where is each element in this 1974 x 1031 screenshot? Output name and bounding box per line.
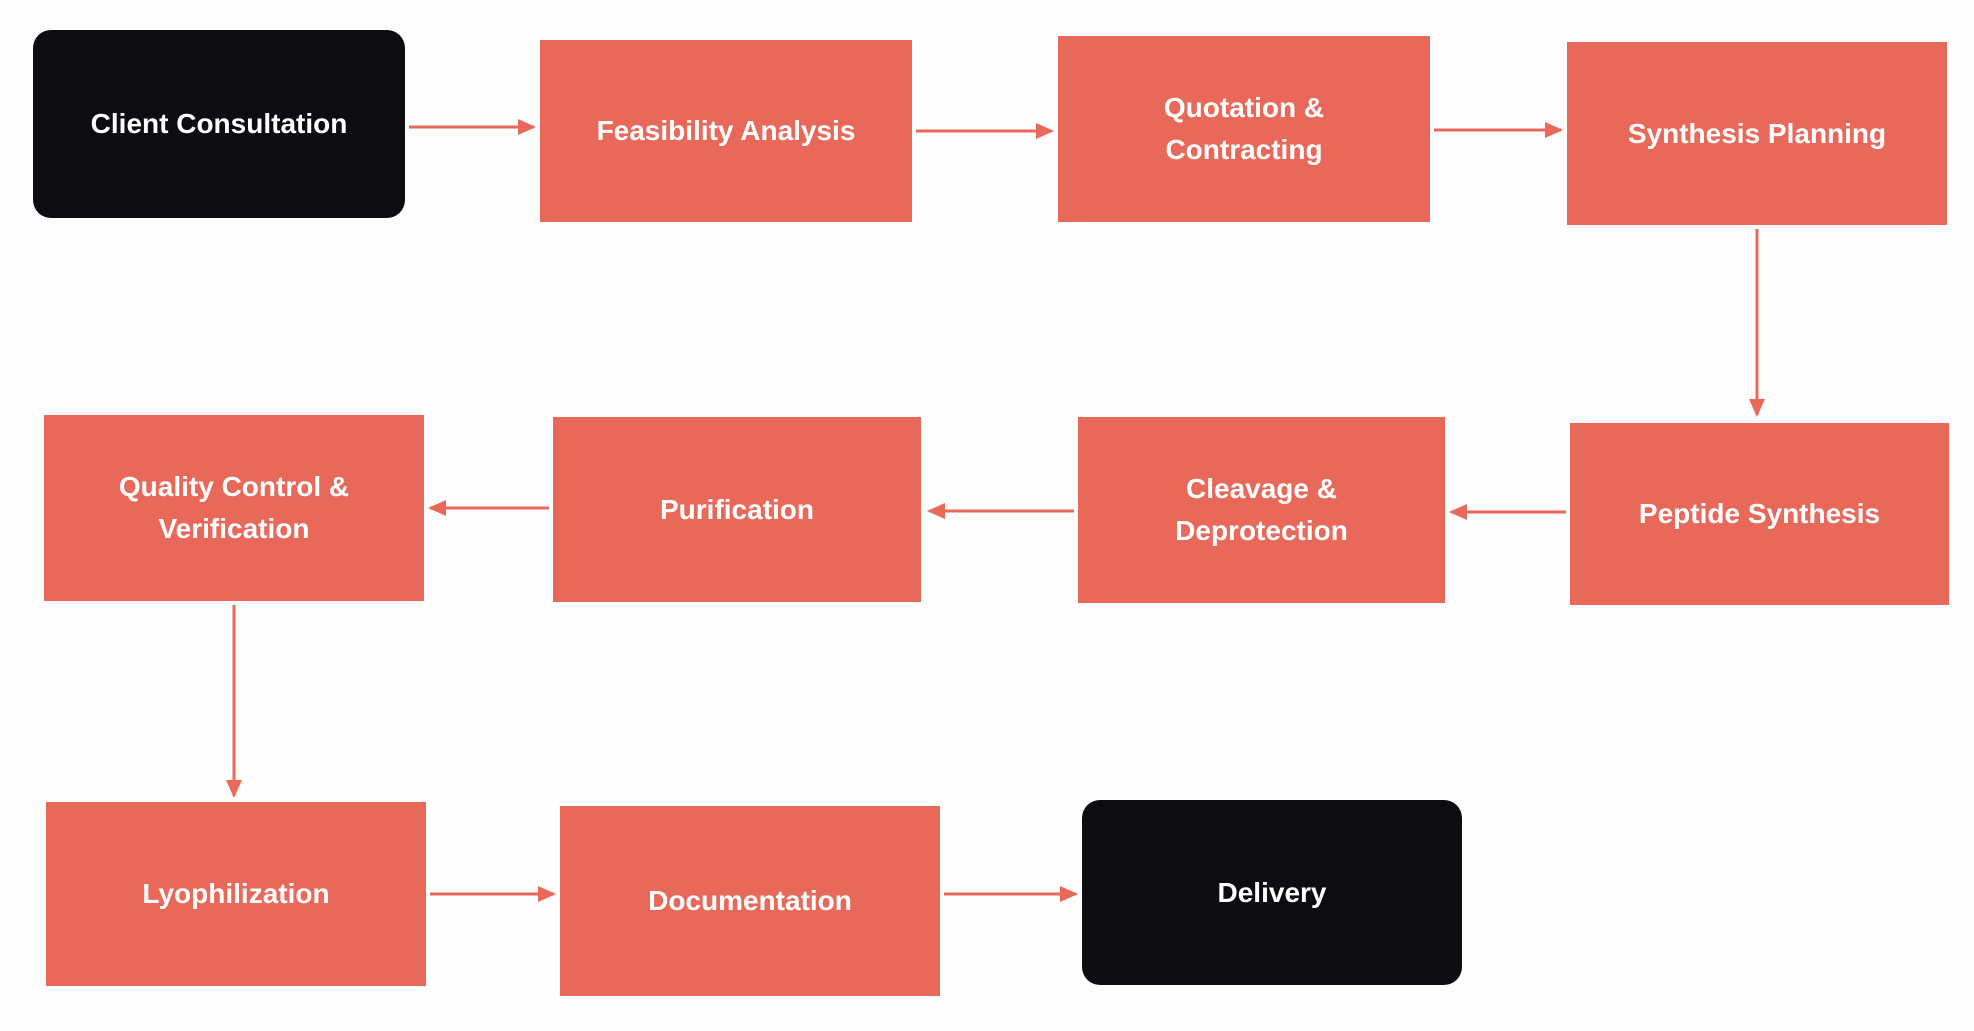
node-label: Purification <box>659 493 814 525</box>
node-feasibility-analysis: Feasibility Analysis <box>540 40 912 222</box>
node-documentation: Documentation <box>560 806 940 996</box>
node-quality-control-verification: Quality Control & Verification <box>44 415 424 601</box>
node-client-consultation: Client Consultation <box>33 30 405 218</box>
node-synthesis-planning: Synthesis Planning <box>1567 42 1947 225</box>
node-label: Lyophilization <box>142 878 330 909</box>
node-label: Documentation <box>648 885 852 916</box>
node-label: Synthesis Planning <box>1627 117 1887 149</box>
node-peptide-synthesis: Peptide Synthesis <box>1570 423 1949 605</box>
node-quotation-contracting: Quotation & Contracting <box>1058 36 1430 222</box>
node-lyophilization: Lyophilization <box>46 802 426 986</box>
node-label: Quotation & Contracting <box>1163 92 1325 165</box>
node-delivery: Delivery <box>1082 800 1462 985</box>
node-label: Feasibility Analysis <box>596 115 856 146</box>
node-cleavage-deprotection: Cleavage & Deprotection <box>1078 417 1445 603</box>
node-label: Client Consultation <box>90 108 348 139</box>
node-label: Peptide Synthesis <box>1638 498 1881 529</box>
node-label: Quality Control & Verification <box>118 471 350 544</box>
node-label: Cleavage & Deprotection <box>1175 473 1348 546</box>
node-purification: Purification <box>553 417 921 602</box>
node-label: Delivery <box>1217 876 1327 908</box>
